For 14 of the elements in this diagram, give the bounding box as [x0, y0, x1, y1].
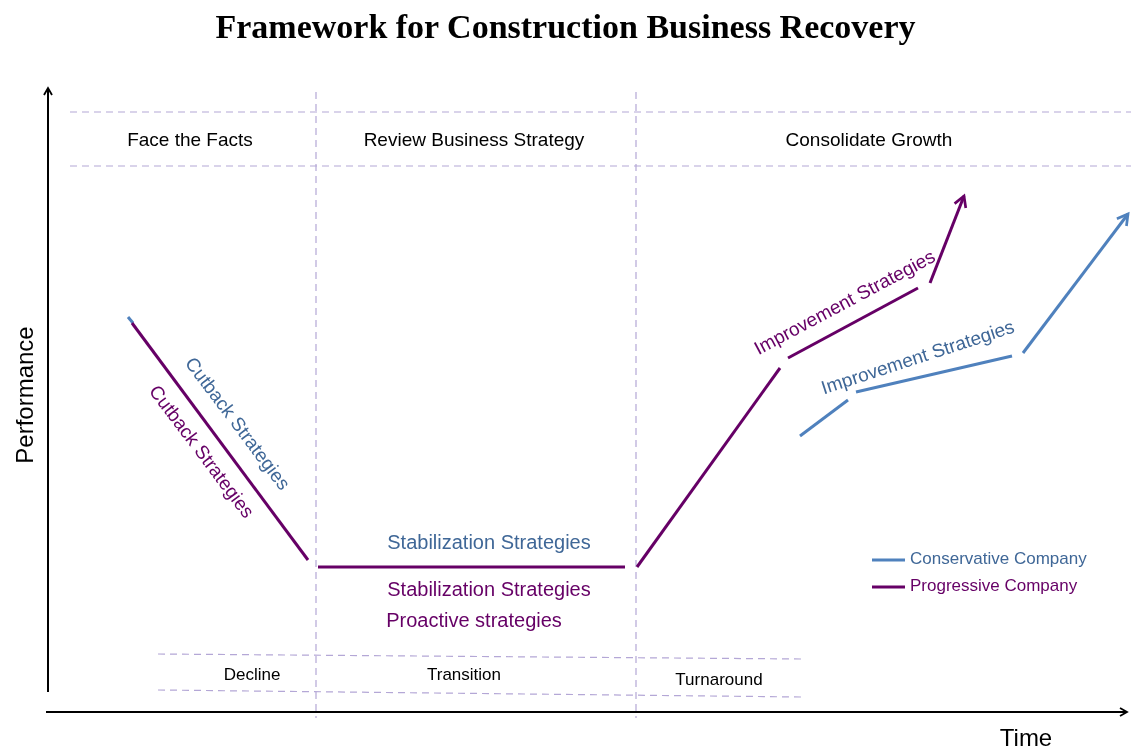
legend-label: Conservative Company: [910, 549, 1087, 569]
column-heading: Review Business Strategy: [363, 129, 585, 151]
phase-label: Transition: [427, 665, 501, 685]
column-heading: Face the Facts: [127, 129, 253, 151]
curve-label: Stabilization Strategies: [387, 531, 591, 553]
phase-label: Decline: [223, 665, 281, 685]
column-heading: Consolidate Growth: [785, 129, 953, 151]
axis-title: Time: [999, 724, 1053, 751]
axis-title: Performance: [11, 326, 39, 464]
title: Framework for Construction Business Recovery: [214, 8, 917, 46]
legend-label: Progressive Company: [910, 576, 1078, 596]
curve-label: Proactive strategies: [386, 609, 562, 631]
phase-label: Turnaround: [675, 670, 763, 690]
curve-label: Stabilization Strategies: [387, 578, 591, 600]
